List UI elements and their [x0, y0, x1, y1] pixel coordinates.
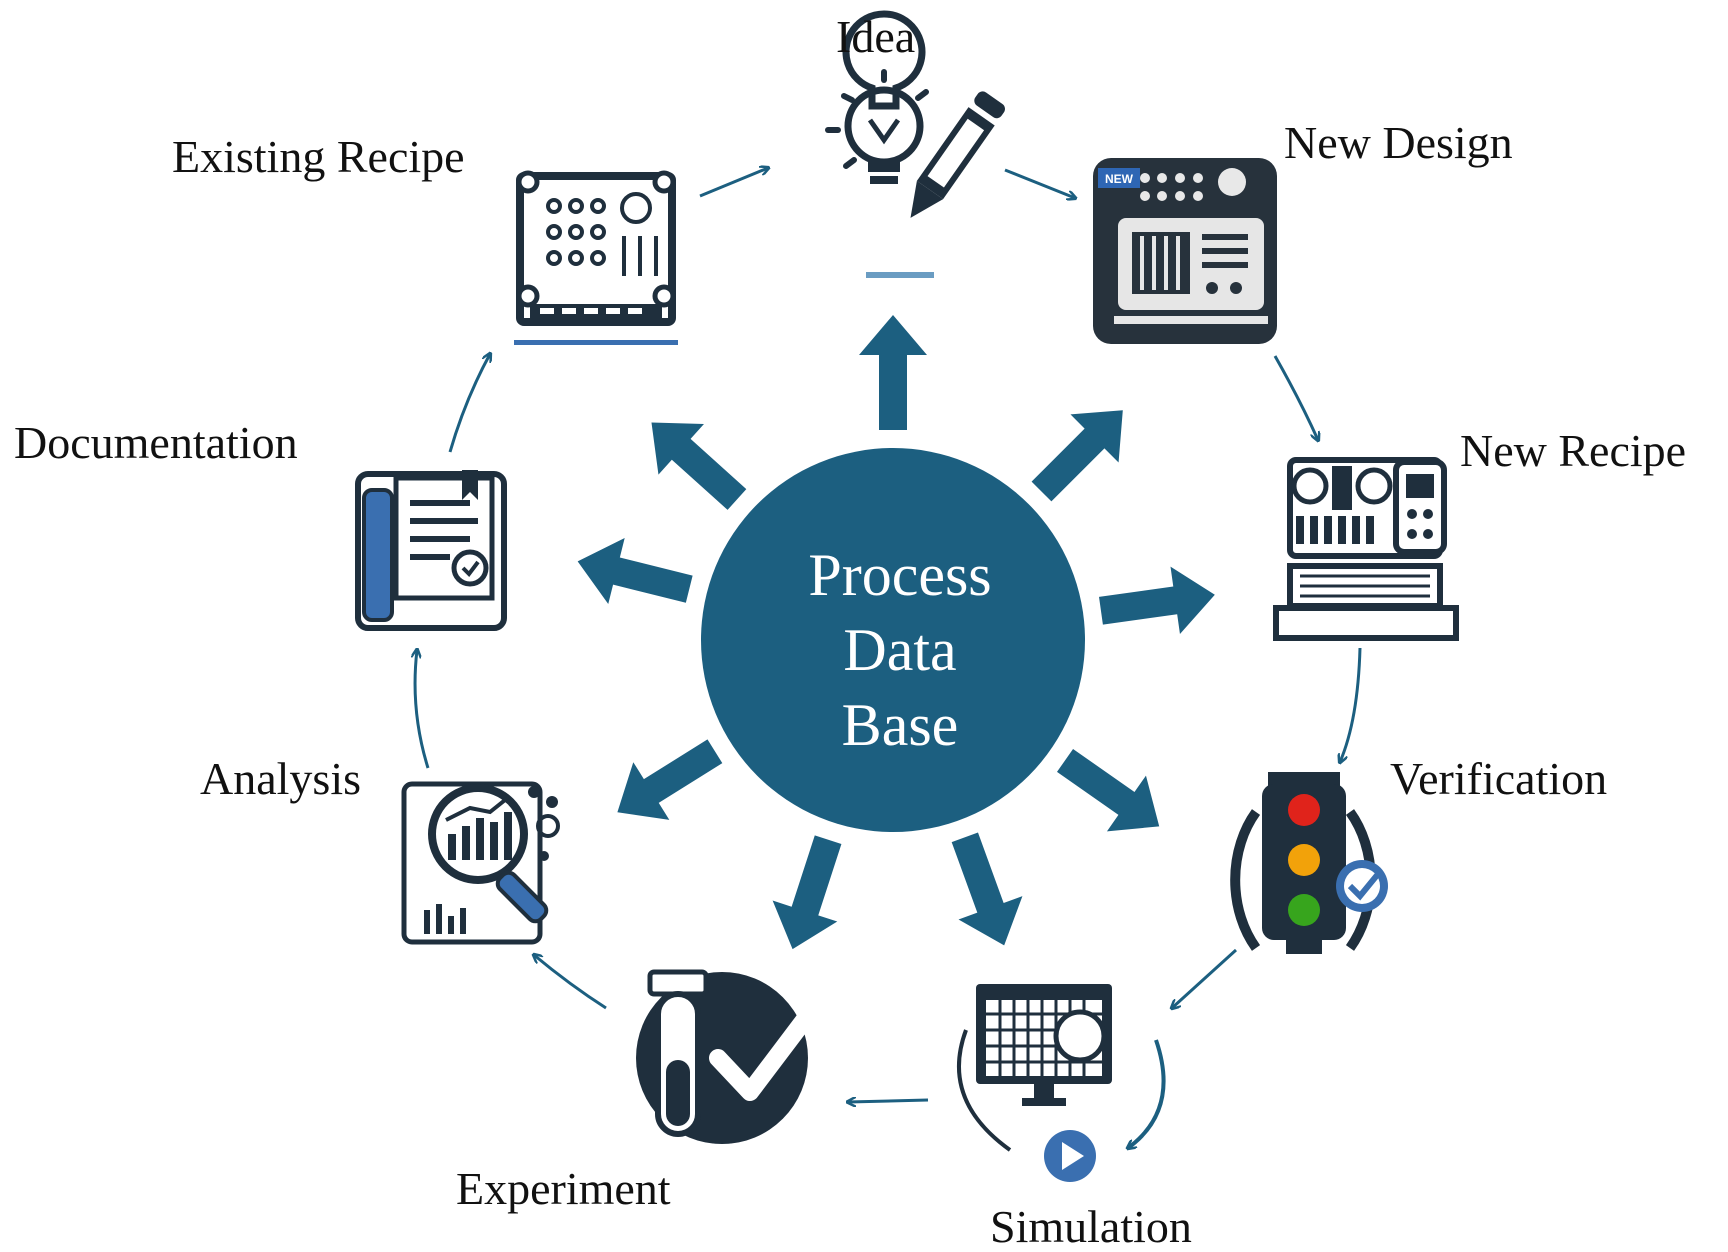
- process-database-hub: [701, 448, 1085, 832]
- arrow-existing-to-idea: [699, 168, 768, 198]
- traffic-light-check-icon: [1230, 772, 1388, 954]
- label-simulation: Simulation: [990, 1201, 1192, 1252]
- cycle-arrows: [415, 168, 1362, 1102]
- label-verification: Verification: [1390, 753, 1608, 804]
- label-experiment: Experiment: [456, 1163, 671, 1214]
- label-documentation: Documentation: [14, 417, 298, 468]
- radial-arrow-up: [859, 315, 927, 430]
- arrow-documentation-to-existing: [448, 354, 490, 453]
- radial-arrow-down-right: [951, 832, 1023, 946]
- recipe-machine-icon: [1273, 457, 1459, 641]
- magnifier-chart-icon: [401, 781, 560, 945]
- label-existing-recipe: Existing Recipe: [172, 131, 465, 182]
- arrow-newrecipe-to-verification: [1340, 647, 1362, 762]
- radial-arrow-downright: [1056, 748, 1160, 832]
- new-badge: NEW: [1105, 172, 1134, 186]
- hub-label-line2: Data: [843, 616, 957, 683]
- arrow-idea-to-newdesign: [1004, 168, 1075, 198]
- arrow-experiment-to-analysis: [534, 955, 607, 1010]
- certificate-book-icon: [355, 470, 507, 631]
- lightbulb-pencil-icon: [825, 10, 1005, 278]
- radial-arrow-upleft: [651, 422, 747, 510]
- radial-arrows: [577, 315, 1215, 950]
- hub-label-line1: Process: [808, 541, 992, 608]
- test-tube-check-icon: [636, 969, 827, 1144]
- radial-arrow-left: [577, 538, 693, 605]
- hub-label: Process Data Base: [700, 520, 1100, 780]
- radial-arrow-down-left: [772, 835, 842, 950]
- hub-label-line3: Base: [841, 691, 959, 758]
- arrow-verification-to-simulation: [1172, 948, 1238, 1008]
- label-idea: Idea: [836, 11, 916, 62]
- radial-arrow-right: [1099, 566, 1215, 635]
- circuit-board-icon: [514, 170, 678, 345]
- radial-arrow-downleft: [617, 739, 723, 820]
- label-analysis: Analysis: [200, 753, 361, 804]
- machine-panel-icon: NEW: [1093, 158, 1277, 344]
- label-new-recipe: New Recipe: [1460, 425, 1687, 476]
- radial-arrow-upright: [1031, 410, 1123, 502]
- label-new-design: New Design: [1284, 117, 1513, 168]
- arrow-simulation-to-experiment: [848, 1100, 929, 1102]
- arrow-analysis-to-documentation: [415, 650, 430, 769]
- arrow-newdesign-to-newrecipe: [1273, 355, 1318, 440]
- monitor-play-icon: [957, 984, 1166, 1182]
